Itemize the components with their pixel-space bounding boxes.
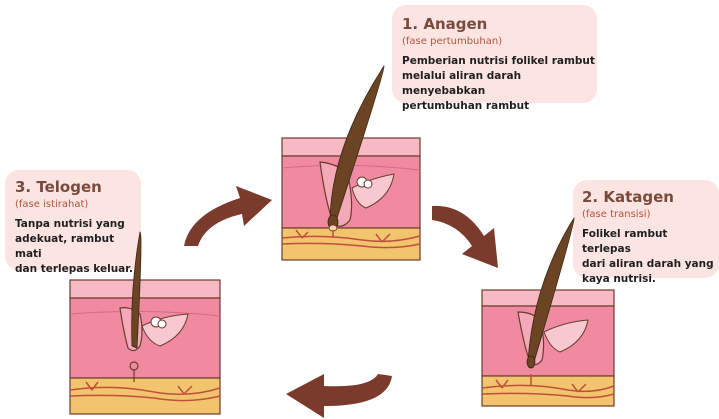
arrow-katagen-to-telogen xyxy=(284,370,398,419)
skin-layers xyxy=(70,280,220,414)
anagen-description: Pemberian nutrisi folikel rambut melalui… xyxy=(402,54,597,114)
anagen-card: 1. Anagen (fase pertumbuhan) Pemberian n… xyxy=(392,5,597,103)
katagen-title: 2. Katagen xyxy=(582,188,719,206)
anagen-description-line: Pemberian nutrisi folikel rambut xyxy=(402,54,597,69)
anagen-title: 1. Anagen xyxy=(402,15,597,33)
telogen-title: 3. Telogen xyxy=(15,178,141,196)
anagen-skin-diagram xyxy=(272,56,422,266)
hair-bulb xyxy=(527,356,535,368)
arrow-anagen-to-katagen xyxy=(428,192,518,272)
arrow-telogen-to-anagen xyxy=(176,170,276,250)
anagen-description-line: melalui aliran darah menyebabkan xyxy=(402,69,597,99)
telogen-subtitle: (fase istirahat) xyxy=(15,198,141,211)
telogen-skin-diagram xyxy=(64,228,224,418)
anagen-subtitle: (fase pertumbuhan) xyxy=(402,35,597,48)
anagen-description-line: pertumbuhan rambut xyxy=(402,99,597,114)
